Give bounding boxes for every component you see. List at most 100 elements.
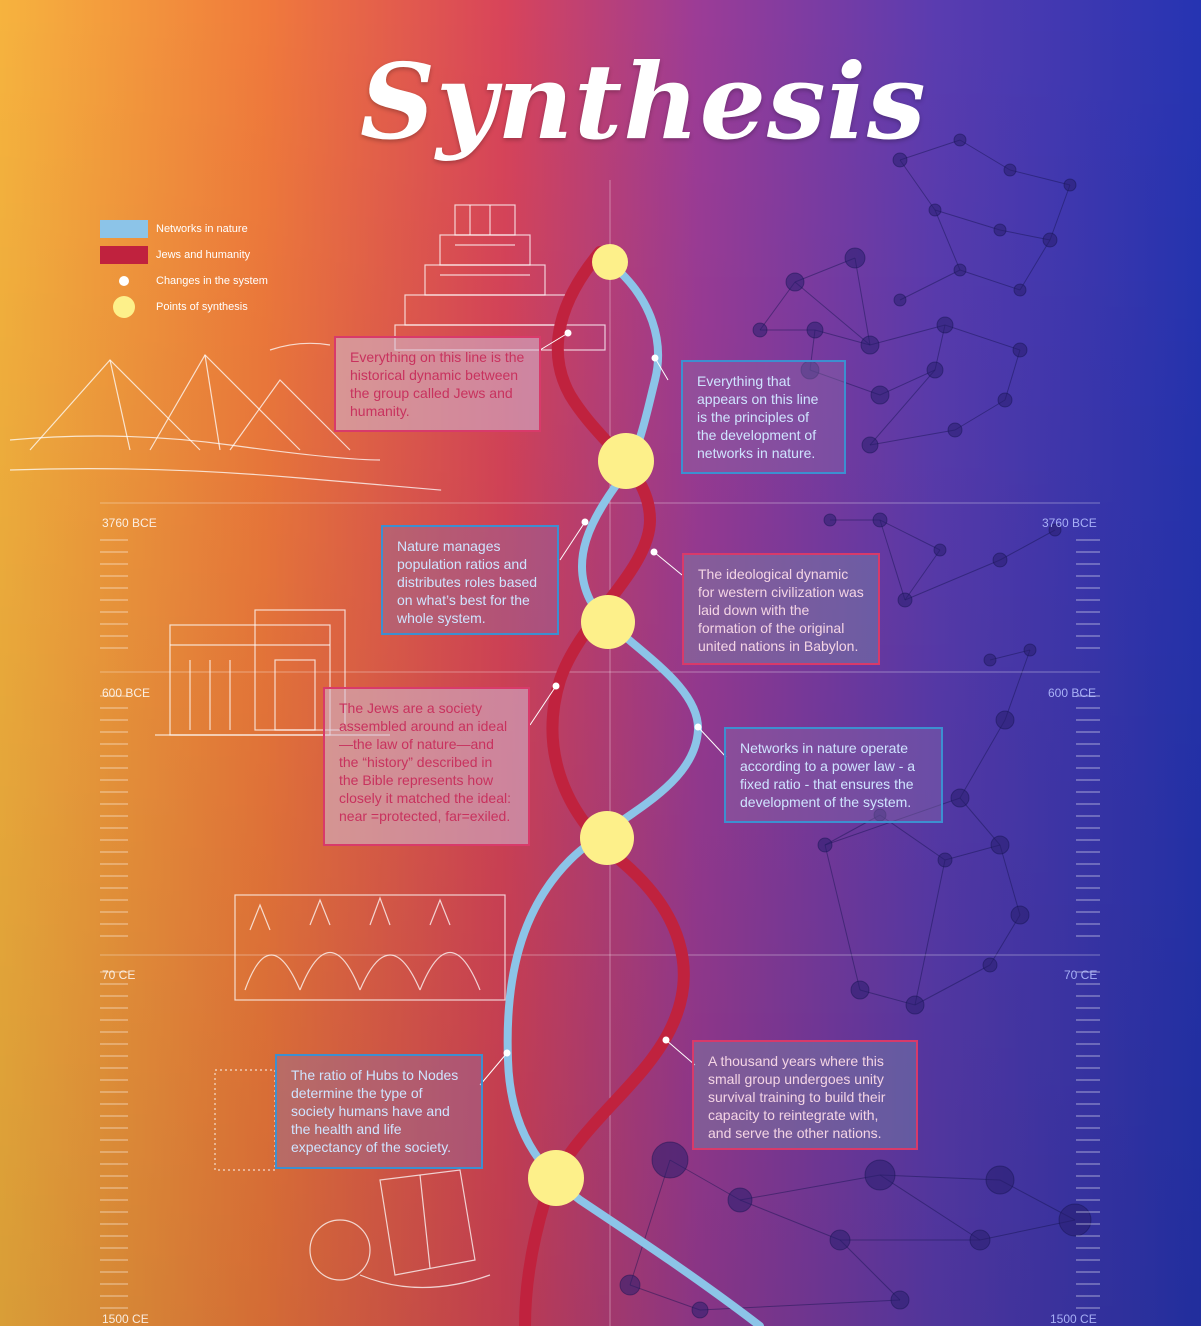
network-node xyxy=(823,513,837,527)
network-node xyxy=(997,392,1013,408)
network-node xyxy=(953,133,967,147)
date-label-left: 3760 BCE xyxy=(102,516,157,530)
callout-power-law: Networks in nature operate according to … xyxy=(724,727,943,823)
network-edge xyxy=(934,209,1001,231)
network-node xyxy=(870,385,890,405)
date-label-right: 70 CE xyxy=(1064,968,1098,982)
network-edge xyxy=(824,844,861,991)
synthesis-point xyxy=(592,244,628,280)
synthesis-point xyxy=(598,433,654,489)
network-edge xyxy=(914,859,946,1006)
network-node xyxy=(1042,232,1058,248)
network-edge xyxy=(954,399,1006,431)
network-node xyxy=(651,1141,689,1179)
legend-label: Jews and humanity xyxy=(156,249,251,261)
network-node xyxy=(892,152,908,168)
network-node xyxy=(936,316,954,334)
legend-item-synthesis: Points of synthesis xyxy=(100,294,268,320)
network-edge xyxy=(879,1174,1001,1181)
legend-item-changes: Changes in the system xyxy=(100,268,268,294)
network-edge xyxy=(999,844,1021,916)
network-edge xyxy=(854,257,871,346)
network-edge xyxy=(859,989,916,1006)
network-edge xyxy=(904,549,941,601)
network-node xyxy=(933,543,947,557)
network-node xyxy=(947,422,963,438)
network-edge xyxy=(899,139,961,161)
network-node xyxy=(691,1301,709,1319)
network-edge xyxy=(879,519,941,551)
network-node xyxy=(950,788,970,808)
callout-connectors xyxy=(479,329,727,1086)
network-node xyxy=(1003,163,1017,177)
network-edge xyxy=(739,1174,881,1201)
network-edge xyxy=(959,139,1011,171)
network-edge xyxy=(1049,184,1071,241)
network-node xyxy=(1058,1203,1092,1237)
synthesis-points xyxy=(528,244,654,1206)
network-node xyxy=(993,223,1007,237)
network-edge xyxy=(1004,649,1031,721)
network-edge xyxy=(959,269,1021,291)
network-node xyxy=(1063,178,1077,192)
network-edge xyxy=(1004,349,1021,401)
network-edge xyxy=(879,519,906,601)
date-label-right: 1500 CE xyxy=(1050,1312,1097,1326)
network-node xyxy=(928,203,942,217)
network-edge xyxy=(839,1239,901,1301)
network-node xyxy=(1010,905,1030,925)
network-node xyxy=(890,1290,910,1310)
network-node xyxy=(861,436,879,454)
network-edge xyxy=(934,209,961,271)
network-node xyxy=(752,322,768,338)
callout-networks-principles: Everything that appears on this line is … xyxy=(681,360,846,474)
network-edge xyxy=(869,429,956,446)
network-node xyxy=(995,710,1015,730)
synthesis-point xyxy=(580,811,634,865)
network-node xyxy=(982,957,998,973)
network-node xyxy=(897,592,913,608)
callout-jews-history: Everything on this line is the historica… xyxy=(334,336,541,432)
network-edge xyxy=(944,844,1001,861)
network-node xyxy=(937,852,953,868)
network-edge xyxy=(899,269,961,301)
network-edge xyxy=(629,1284,701,1311)
yellow-circle-icon xyxy=(113,296,135,318)
network-edge xyxy=(869,324,946,346)
network-node xyxy=(905,995,925,1015)
network-edge xyxy=(999,529,1056,561)
date-label-left: 600 BCE xyxy=(102,686,151,700)
white-dot-icon xyxy=(119,276,129,286)
network-node xyxy=(893,293,907,307)
network-edge xyxy=(989,649,1031,661)
network-edge xyxy=(959,719,1006,799)
callout-ideological-dynamic: The ideological dynamic for western civi… xyxy=(682,553,880,665)
network-edge xyxy=(629,1159,671,1286)
network-edge xyxy=(879,1174,981,1241)
network-edge xyxy=(759,281,796,331)
callout-hubs-nodes: The ratio of Hubs to Nodes determine the… xyxy=(275,1054,483,1169)
network-node xyxy=(983,653,997,667)
network-node xyxy=(850,980,870,1000)
network-node xyxy=(969,1229,991,1251)
network-node xyxy=(785,272,805,292)
page-title: Synthesis xyxy=(360,40,927,163)
legend-item-networks: Networks in nature xyxy=(100,216,268,242)
network-edge xyxy=(904,559,1001,601)
legend-label: Changes in the system xyxy=(156,275,268,287)
network-edge xyxy=(794,257,856,283)
network-edge xyxy=(989,914,1021,966)
network-node xyxy=(864,1159,896,1191)
network-edge xyxy=(959,797,1001,846)
network-edge xyxy=(794,281,871,346)
date-label-right: 3760 BCE xyxy=(1042,516,1097,530)
callout-thousand-years: A thousand years where this small group … xyxy=(692,1040,918,1150)
temple-sketch xyxy=(155,609,390,736)
network-edge xyxy=(1009,169,1071,186)
network-edge xyxy=(879,369,936,396)
network-edge xyxy=(739,1199,841,1241)
network-edge xyxy=(814,329,871,346)
network-node xyxy=(619,1274,641,1296)
